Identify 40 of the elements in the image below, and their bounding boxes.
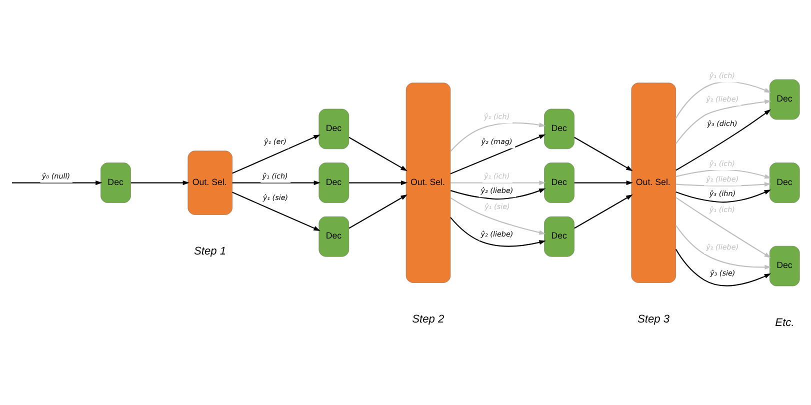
arrow <box>349 180 408 186</box>
node-box: Dec <box>770 162 800 203</box>
arrow <box>232 134 320 174</box>
label: Step 2 <box>412 314 444 326</box>
arrow <box>450 134 546 174</box>
arrow <box>675 248 772 286</box>
arrow <box>232 180 320 186</box>
arrow <box>676 197 771 258</box>
node-box: Out. Sel. <box>406 82 451 283</box>
node-box: Dec <box>544 108 574 150</box>
arrow <box>450 122 546 152</box>
arrow <box>12 180 102 186</box>
node-box: Dec <box>100 162 131 203</box>
arrow <box>676 182 772 187</box>
arrow <box>130 180 190 186</box>
label: Step 3 <box>638 314 670 326</box>
arrow <box>450 197 546 235</box>
node-box: Dec <box>770 79 800 120</box>
node-box: Dec <box>318 216 350 257</box>
label: Etc. <box>775 317 794 330</box>
node-box: Out. Sel. <box>631 82 676 283</box>
node-box: Dec <box>544 162 574 203</box>
node-box: Dec <box>318 162 350 203</box>
arrow <box>675 81 772 119</box>
label: Step 1 <box>194 245 226 258</box>
arrow <box>675 100 772 144</box>
arrow <box>450 180 546 186</box>
arrow <box>675 225 772 270</box>
node-box: Dec <box>318 108 350 150</box>
arrow <box>574 180 633 186</box>
node-box: Out. Sel. <box>188 150 232 215</box>
node-box: Dec <box>544 216 574 257</box>
arrow <box>574 136 633 172</box>
arrow <box>450 217 546 247</box>
arrow <box>348 194 408 229</box>
arrow <box>574 194 633 229</box>
arrow <box>676 169 772 179</box>
arrow <box>348 136 408 172</box>
node-box: Dec <box>770 246 800 286</box>
arrow <box>450 188 546 200</box>
